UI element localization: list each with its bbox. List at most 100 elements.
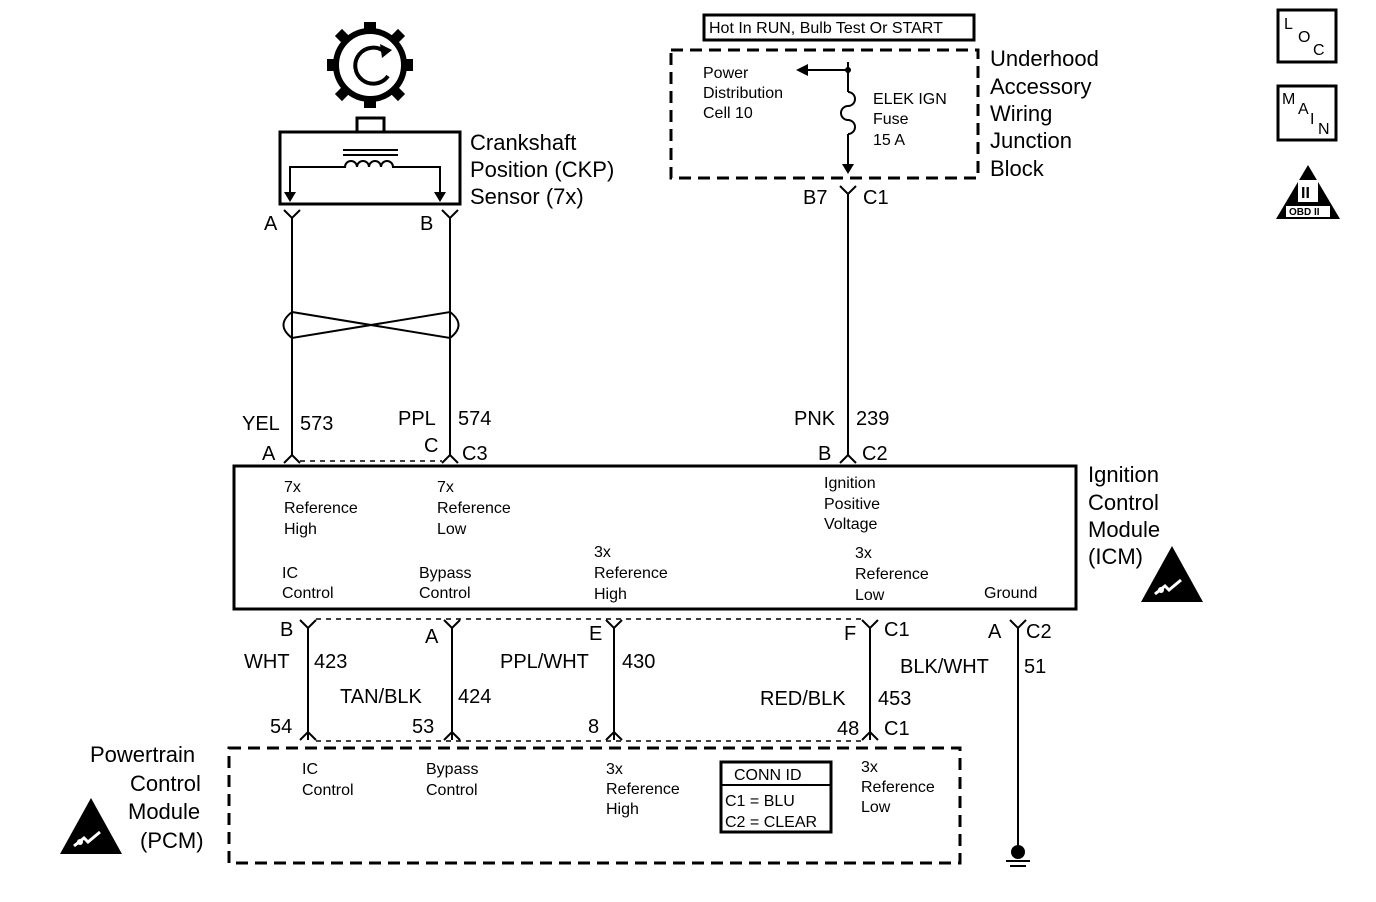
icm-connector-b [839, 453, 857, 464]
icm-connector-e-bottom [605, 619, 623, 630]
icm-bterm3-line2: Reference [594, 565, 668, 582]
wire-423-number: 423 [314, 651, 347, 673]
icm-bterm4-line1: 3x [855, 545, 872, 562]
fuse-line1: ELEK IGN [873, 91, 947, 108]
fuse-icon [796, 62, 856, 174]
icm-bterm3-line3: High [594, 586, 627, 603]
main-letter-a: A [1298, 101, 1309, 118]
loc-letter-o: O [1298, 29, 1310, 46]
pcm-term1-line2: Control [302, 782, 354, 799]
main-letter-m: M [1282, 91, 1295, 108]
icm-connector-a-bottom [443, 619, 461, 630]
icm-pin-a-ground: A [988, 621, 1002, 643]
icm-bterm2-line1: Bypass [419, 565, 471, 582]
ckp-reluctor-wheel-icon [327, 22, 413, 108]
obd-number: II [1301, 185, 1310, 202]
fuse-line2: Fuse [873, 111, 909, 128]
icm-pin-c: C [424, 435, 438, 457]
loc-letter-c: C [1313, 42, 1325, 59]
power-dist-line2: Distribution [703, 85, 783, 102]
junction-block-outline [669, 48, 980, 180]
pcm-connector-8 [605, 730, 623, 741]
icm-connector-b-bottom [299, 619, 317, 630]
junction-pin: B7 [803, 187, 827, 209]
wire-574-number: 574 [458, 408, 491, 430]
junction-name-line5: Block [990, 156, 1045, 181]
icm-pin-a: A [262, 443, 276, 465]
icm-bterm1-line2: Control [282, 585, 334, 602]
icm-term3-line3: Voltage [824, 516, 877, 533]
icm-connector-ground [1009, 619, 1027, 630]
ckp-name-line3: Sensor (7x) [470, 184, 584, 209]
conn-id-box [719, 760, 833, 834]
icm-bterm1-line1: IC [282, 565, 298, 582]
ckp-connector-b [441, 209, 459, 220]
wire-239-number: 239 [856, 408, 889, 430]
pcm-name-line1: Powertrain [90, 742, 195, 767]
pcm-term4-line2: Reference [861, 779, 935, 796]
pcm-term4-line1: 3x [861, 759, 878, 776]
junction-name-line3: Wiring [990, 101, 1052, 126]
wire-423-color: WHT [244, 651, 290, 673]
ckp-sensor-tip [355, 116, 386, 134]
wire-453-color: RED/BLK [760, 688, 846, 710]
wire-430-number: 430 [622, 651, 655, 673]
icm-term2-line1: 7x [437, 479, 454, 496]
ckp-pin-b: B [420, 213, 433, 235]
icm-pin-b-top: B [818, 443, 831, 465]
icm-pin-a-bottom: A [425, 626, 439, 648]
wire-573-number: 573 [300, 413, 333, 435]
wire-573-color: YEL [242, 413, 280, 435]
obd-text: OBD II [1289, 207, 1320, 218]
esd-warning-icon [60, 798, 122, 854]
hot-label-box [702, 13, 976, 42]
ckp-connector-a [283, 209, 301, 220]
icm-pin-b-bottom: B [280, 619, 293, 641]
loc-letter-l: L [1284, 16, 1293, 33]
obd-ii-icon [1276, 165, 1340, 219]
pcm-term3-line2: Reference [606, 781, 680, 798]
pcm-pin-54: 54 [270, 716, 292, 738]
junction-name-line1: Underhood [990, 46, 1099, 71]
pcm-term2-line1: Bypass [426, 761, 478, 778]
icm-term1-line3: High [284, 521, 317, 538]
power-dist-line3: Cell 10 [703, 105, 753, 122]
pcm-pin-48: 48 [837, 718, 859, 740]
icm-outline [232, 464, 1078, 611]
wire-430-color: PPL/WHT [500, 651, 589, 673]
pcm-pin-8: 8 [588, 716, 599, 738]
ckp-pin-a: A [264, 213, 278, 235]
pcm-name-line4: (PCM) [140, 828, 204, 853]
wire-424-color: TAN/BLK [340, 686, 423, 708]
main-icon [1276, 84, 1338, 142]
icm-connector-f-bottom [861, 619, 879, 630]
conn-id-title: CONN ID [734, 767, 802, 784]
pcm-term4-line3: Low [861, 799, 891, 816]
esd-warning-icon [1141, 546, 1203, 602]
icm-name-line4: (ICM) [1088, 544, 1143, 569]
pcm-connector-53 [443, 730, 461, 741]
pcm-connector-54 [299, 730, 317, 741]
ckp-coil-icon [284, 149, 446, 202]
pcm-conn-c1: C1 [884, 718, 910, 740]
main-letter-i: I [1310, 111, 1314, 128]
pcm-name-line2: Control [130, 771, 201, 796]
icm-conn-c1-bottom: C1 [884, 619, 910, 641]
ckp-name-line1: Crankshaft [470, 130, 576, 155]
twisted-pair-wires [282, 218, 460, 455]
icm-term1-line1: 7x [284, 479, 301, 496]
icm-term1-line2: Reference [284, 500, 358, 517]
wire-239-color: PNK [794, 408, 836, 430]
icm-bterm4-line3: Low [855, 587, 885, 604]
pcm-outline [227, 746, 962, 865]
pcm-name-line3: Module [128, 799, 200, 824]
icm-connector-c [441, 453, 459, 464]
icm-name-line2: Control [1088, 490, 1159, 515]
junction-name-line4: Junction [990, 128, 1072, 153]
icm-term2-line3: Low [437, 521, 467, 538]
icm-bterm2-line2: Control [419, 585, 471, 602]
junction-conn: C1 [863, 187, 889, 209]
wire-424-number: 424 [458, 686, 491, 708]
pcm-term3-line1: 3x [606, 761, 623, 778]
